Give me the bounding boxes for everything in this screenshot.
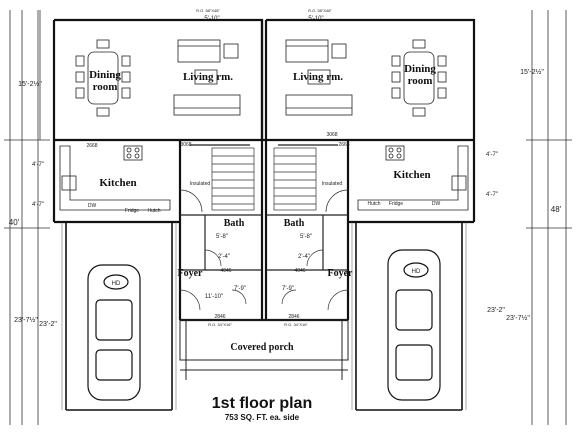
porch-structure (179, 319, 349, 380)
callout-hutch-left: Hutch (147, 208, 160, 214)
bath-left-label: Bath (224, 218, 245, 229)
kitchen-right-label: Kitchen (393, 169, 430, 181)
callout-4046-left: 4046 (220, 268, 231, 274)
foyer-left-label: Foyer (178, 268, 204, 279)
stairs-right (273, 147, 317, 211)
car-left (87, 264, 141, 401)
stairs-left (211, 147, 255, 211)
callout-bar-left: R.O. 58"X48" (196, 8, 220, 13)
callout-door-left: 2668 (86, 143, 97, 149)
dim-kitchen-bot-right: 4'-7" (486, 192, 498, 198)
callout-3068-right: 3068 (326, 132, 337, 138)
covered-porch-label: Covered porch (230, 342, 294, 353)
dim-foyer-right-b: 7'-9" (282, 286, 294, 292)
callout-dw-left: DW (88, 203, 97, 209)
garage-walls (65, 222, 463, 411)
outer-dimension-lines (4, 10, 572, 425)
dim-garage-right-inner: 23'-2" (487, 307, 505, 314)
plan-subtitle: 753 SQ. FT. ea. side (225, 413, 300, 422)
callout-bar-right: R.O. 58"X48" (308, 8, 332, 13)
dim-top-mid-left: 5'-10" (204, 16, 219, 22)
dim-kitchen-top-right: 4'-7" (486, 152, 498, 158)
living-furniture-right (285, 39, 353, 116)
dim-kitchen-top-left: 4'-7" (32, 162, 44, 168)
callout-insulated-right: Insulated (322, 181, 343, 187)
dim-front-right: 15'-2½" (520, 68, 544, 76)
dim-overall-left: 40' (9, 218, 20, 227)
dining-right-label-2: room (408, 75, 433, 87)
callout-dw-right: DW (432, 201, 441, 207)
callout-2846-left: 2846 (214, 314, 225, 320)
car-right (387, 249, 441, 401)
dining-left-label-2: room (93, 81, 118, 93)
dim-foyer-left: 11'-10" (205, 294, 223, 300)
dining-table-left (75, 39, 131, 117)
dim-foyer-left-b: 7'-9" (234, 286, 246, 292)
kitchen-counters (59, 145, 469, 211)
dining-table-right (391, 39, 447, 117)
kitchen-left-label: Kitchen (99, 177, 136, 189)
callout-hd-left: HD (112, 281, 121, 287)
foyer-right-label: Foyer (328, 268, 354, 279)
callout-hd-right: HD (412, 269, 421, 275)
callout-fridge-right: Fridge (389, 201, 403, 207)
dim-top-mid-right: 5'-10" (308, 16, 323, 22)
dim-bath-left: 5'-8" (216, 234, 228, 240)
living-right-label: Living rm. (293, 71, 343, 83)
dim-kitchen-bot-left: 4'-7" (32, 202, 44, 208)
dim-hall-right: 2'-4" (298, 254, 310, 260)
living-furniture-left (173, 39, 241, 116)
callout-2846-right: 2846 (288, 314, 299, 320)
interior-walls (180, 144, 348, 271)
callout-door-right: 2668 (338, 142, 349, 148)
dim-garage-right: 23'-7½" (506, 314, 530, 322)
dim-front-left: 15'-2½" (18, 80, 42, 88)
dim-hall-left: 2'-4" (218, 254, 230, 260)
callout-hutch-right: Hutch (367, 201, 380, 207)
bath-right-label: Bath (284, 218, 305, 229)
callout-rd-left: R.O. 34"X16" (208, 322, 232, 327)
callout-4046-right: 4046 (294, 268, 305, 274)
dim-garage-left-inner: 23'-2" (39, 321, 57, 328)
dining-left-label-1: Dining (89, 69, 121, 81)
callout-rd-right: R.O. 34"X16" (284, 322, 308, 327)
door-swings (179, 189, 349, 311)
callout-fridge-left: Fridge (125, 208, 139, 214)
garage-hatching (61, 222, 467, 410)
dim-bath-right: 5'-8" (300, 234, 312, 240)
plan-title: 1st floor plan (212, 395, 312, 412)
dim-garage-left: 23'-7½" (14, 316, 38, 324)
dining-right-label-1: Dining (404, 63, 436, 75)
living-left-label: Living rm. (183, 71, 233, 83)
callout-insulated-left: Insulated (190, 181, 211, 187)
callout-3068-left: 3068 (180, 142, 191, 148)
dim-overall-right: 48' (551, 205, 562, 214)
